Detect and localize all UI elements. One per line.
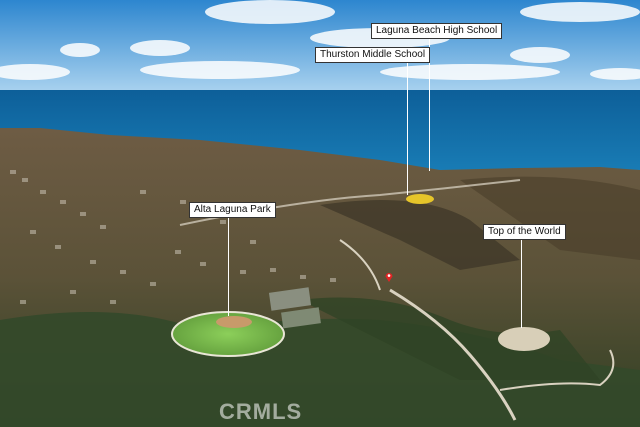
label-alta-laguna-park: Alta Laguna Park [189,202,276,218]
label-top-of-the-world: Top of the World [483,224,566,240]
location-pin-icon [385,273,393,282]
leader-line-thurston [407,60,408,195]
tennis-courts-2 [281,307,321,329]
ridge-shadow [320,200,520,270]
label-thurston-middle-school: Thurston Middle School [315,47,431,63]
vegetation-2 [300,297,600,380]
ridge-shadow-2 [460,176,640,260]
trail-2 [499,349,615,391]
ball-diamond [216,316,252,328]
tennis-courts [268,287,312,311]
school-field [406,194,434,204]
lookout-pad [498,327,550,351]
leader-line-laguna-high [429,36,430,171]
neighborhood [10,170,336,304]
trail [389,288,517,421]
trail-3 [339,239,381,291]
label-laguna-beach-high-school: Laguna Beach High School [371,23,503,39]
watermark: CRMLS [219,399,303,424]
leader-line-alta-laguna [228,216,229,316]
leader-line-top-of-world [521,238,522,328]
